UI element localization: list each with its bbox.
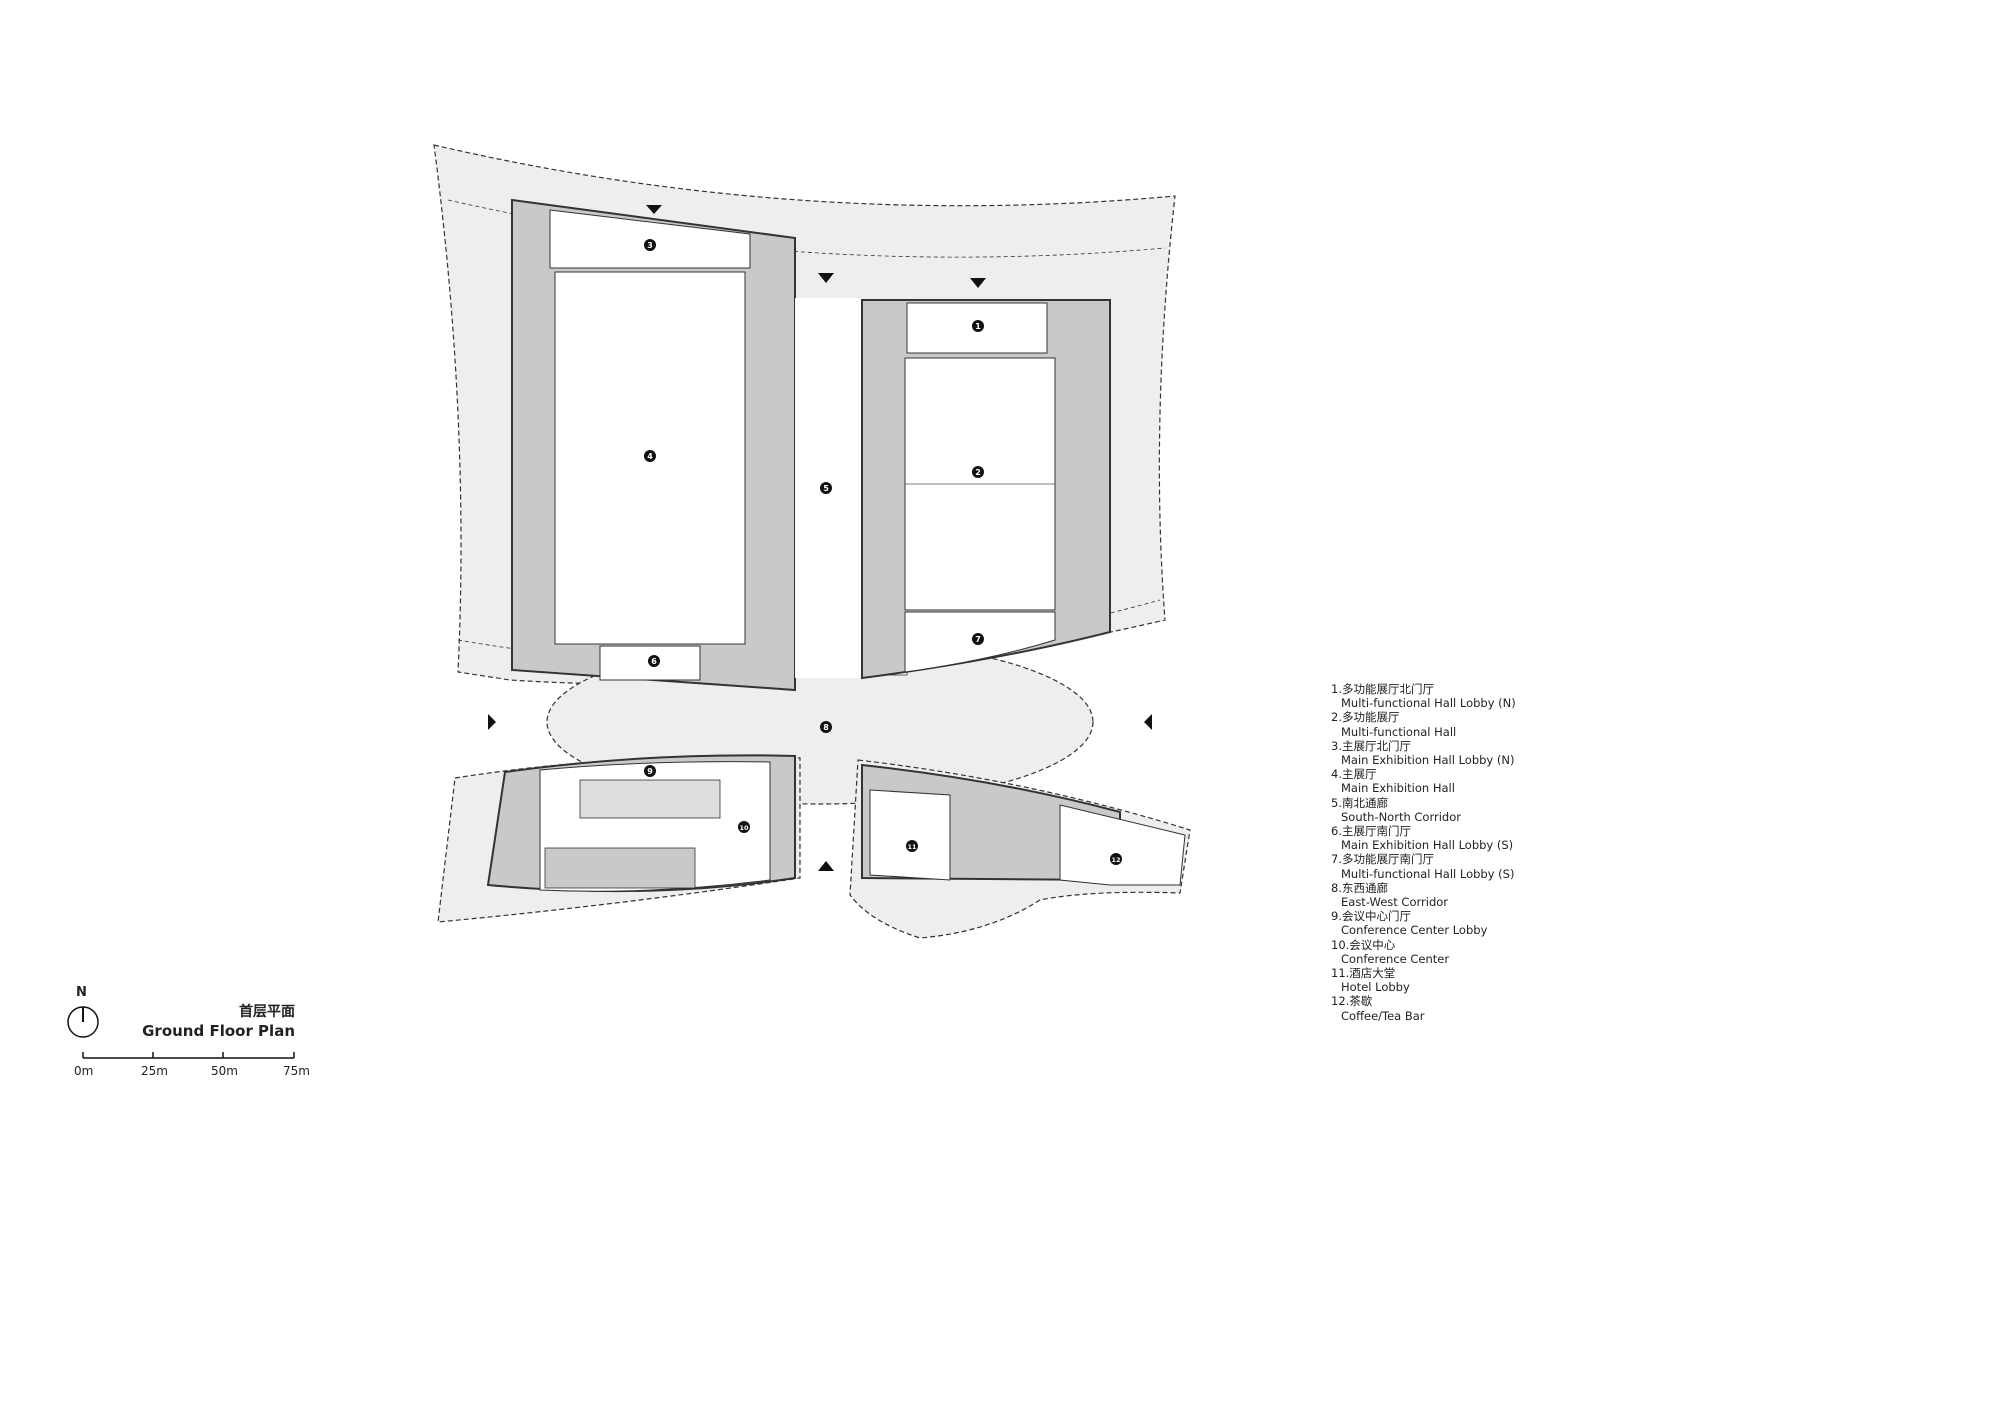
legend-en: Conference Center Lobby	[1341, 923, 1488, 938]
entrance-marker	[818, 861, 834, 871]
legend: 1.多功能展厅北门厅 Multi-functional Hall Lobby (…	[1331, 682, 1516, 1023]
room-marker-10	[738, 821, 750, 833]
legend-en: Main Exhibition Hall Lobby (N)	[1341, 753, 1515, 768]
room-marker-4	[644, 450, 656, 462]
room-marker-3	[644, 239, 656, 251]
hotel-lobby	[869, 789, 951, 881]
legend-en: Coffee/Tea Bar	[1341, 1008, 1425, 1023]
legend-en: Multi-functional Hall Lobby (N)	[1341, 696, 1516, 711]
room-marker-12	[1110, 853, 1122, 865]
entrance-marker	[1144, 714, 1152, 730]
legend-en: South-North Corridor	[1341, 809, 1461, 824]
entrance-marker	[970, 278, 986, 288]
room-number-5: 5	[823, 484, 829, 493]
legend-zh: 5.南北通廊	[1331, 795, 1388, 810]
legend-en: Main Exhibition Hall	[1341, 781, 1455, 796]
room-marker-1	[972, 320, 984, 332]
room-marker-5	[820, 482, 832, 494]
room-marker-6	[648, 655, 660, 667]
legend-en: Hotel Lobby	[1341, 980, 1410, 995]
legend-zh: 7.多功能展厅南门厅	[1331, 852, 1434, 867]
room-number-10: 10	[739, 824, 749, 832]
room-number-3: 3	[647, 241, 653, 250]
room-number-9: 9	[647, 767, 653, 776]
north-label: N	[76, 985, 87, 1000]
plan-title: 首层平面 Ground Floor Plan	[140, 1003, 295, 1041]
entrance-marker	[646, 205, 662, 214]
legend-en: Conference Center	[1341, 951, 1450, 966]
scale-label-75: 75m	[283, 1064, 310, 1078]
room-number-6: 6	[651, 657, 657, 666]
room-marker-2	[972, 466, 984, 478]
legend-en: Multi-functional Hall Lobby (S)	[1341, 866, 1515, 881]
conference-room	[544, 847, 696, 889]
scale-label-50: 50m	[211, 1064, 238, 1078]
legend-en: Multi-functional Hall	[1341, 724, 1457, 739]
legend-zh: 1.多功能展厅北门厅	[1331, 682, 1434, 696]
title-zh: 首层平面	[239, 1004, 295, 1020]
room-number-11: 11	[907, 843, 917, 851]
room-marker-9	[644, 765, 656, 777]
legend-zh: 6.主展厅南门厅	[1331, 824, 1411, 839]
legend-en: Main Exhibition Hall Lobby (S)	[1341, 838, 1514, 853]
legend-zh: 11.酒店大堂	[1331, 966, 1396, 981]
room-number-1: 1	[975, 322, 981, 331]
room-marker-7	[972, 633, 984, 645]
room-number-7: 7	[975, 635, 981, 644]
coffee-bar	[1059, 804, 1186, 886]
legend-zh: 9.会议中心门厅	[1331, 909, 1411, 924]
conference-room	[579, 779, 721, 819]
legend-zh: 2.多功能展厅	[1331, 710, 1400, 725]
legend-en: East-West Corridor	[1341, 895, 1449, 910]
entrance-marker	[488, 714, 496, 730]
legend-zh: 8.东西通廊	[1331, 880, 1388, 895]
room-number-12: 12	[1111, 856, 1120, 864]
entrance-marker	[818, 273, 834, 283]
room-number-8: 8	[823, 723, 829, 732]
scale-label-0: 0m	[74, 1064, 94, 1078]
legend-zh: 4.主展厅	[1331, 767, 1377, 782]
scale-label-25: 25m	[141, 1064, 168, 1078]
title-en: Ground Floor Plan	[142, 1022, 295, 1040]
outer-band-line	[447, 199, 1166, 258]
legend-zh: 3.主展厅北门厅	[1331, 738, 1411, 753]
room-number-4: 4	[647, 452, 653, 461]
room-marker-8	[820, 721, 832, 733]
legend-zh: 12.茶歇	[1331, 994, 1373, 1009]
room-marker-11	[906, 840, 918, 852]
legend-zh: 10.会议中心	[1331, 937, 1396, 952]
room-number-2: 2	[975, 468, 981, 477]
